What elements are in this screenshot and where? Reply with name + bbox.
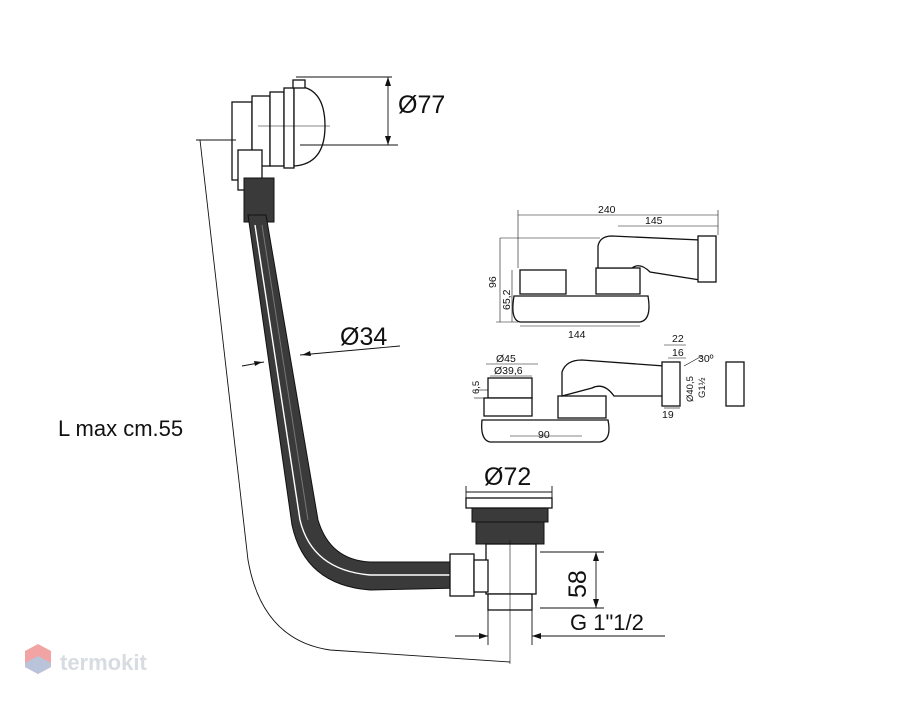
dimension-d72: Ø72 [465, 463, 553, 498]
lmax-label: L max cm.55 [58, 416, 183, 441]
h58-label: 58 [564, 570, 592, 598]
termokit-logo: termokit [25, 644, 147, 675]
w144-label: 144 [568, 329, 586, 341]
siphon-top-view: 240 145 96 65,2 144 [487, 204, 719, 341]
d40-label: Ø40,5 [685, 376, 696, 402]
siphon-side-view: Ø45 Ø39,6 6,5 90 22 16 30º Ø40,5 G1½ 19 [471, 333, 745, 443]
h96-label: 96 [487, 276, 499, 288]
w19-label: 19 [662, 409, 674, 421]
dimension-d34: Ø34 [241, 323, 401, 367]
d45-label: Ø45 [496, 353, 516, 365]
d34-label: Ø34 [340, 323, 387, 351]
flexible-hose [247, 214, 461, 591]
dimension-d77: Ø77 [296, 76, 445, 146]
thread-label: G 1"1/2 [570, 610, 644, 635]
length-dimension: L max cm.55 [58, 139, 511, 663]
overflow-head [231, 79, 330, 223]
w145-label: 145 [645, 215, 663, 227]
drain-assembly [449, 497, 553, 664]
h6-label: 6,5 [471, 381, 482, 394]
d77-label: Ø77 [398, 91, 445, 119]
w90-label: 90 [538, 429, 550, 441]
watermark-text: termokit [60, 650, 147, 675]
g1-label: G1½ [697, 377, 708, 398]
w22-label: 22 [672, 333, 684, 345]
w16-label: 16 [672, 347, 684, 359]
h65-label: 65,2 [501, 289, 513, 310]
d72-label: Ø72 [484, 463, 531, 491]
dimension-thread: G 1"1/2 [455, 608, 665, 645]
dimension-h58: 58 [540, 551, 604, 609]
a30-label: 30º [698, 353, 714, 365]
d39-label: Ø39,6 [494, 365, 523, 377]
w240-label: 240 [598, 204, 616, 216]
